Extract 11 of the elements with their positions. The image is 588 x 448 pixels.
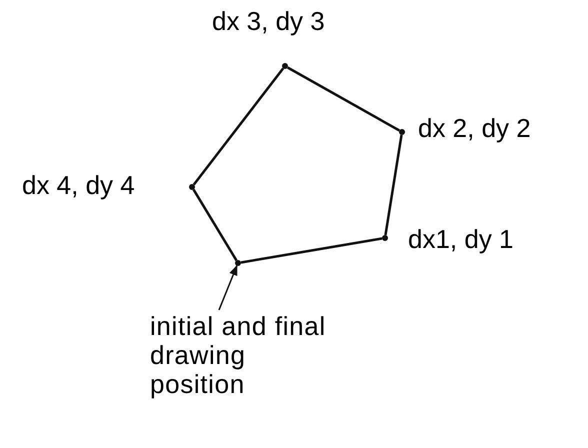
polygon-side bbox=[192, 188, 238, 262]
leader-arrow bbox=[218, 264, 238, 310]
vertex-label: dx 3, dy 3 bbox=[212, 6, 325, 36]
polygon-side bbox=[287, 66, 400, 132]
vertex-label: dx1, dy 1 bbox=[408, 224, 514, 254]
annotation-text: initial and final drawing position bbox=[150, 312, 327, 399]
vertex-label: dx 2, dy 2 bbox=[418, 113, 531, 143]
polygon-side bbox=[384, 134, 403, 236]
polygon-side bbox=[240, 237, 382, 264]
polygon-side bbox=[192, 68, 284, 186]
vertex-label: dx 4, dy 4 bbox=[22, 170, 135, 200]
